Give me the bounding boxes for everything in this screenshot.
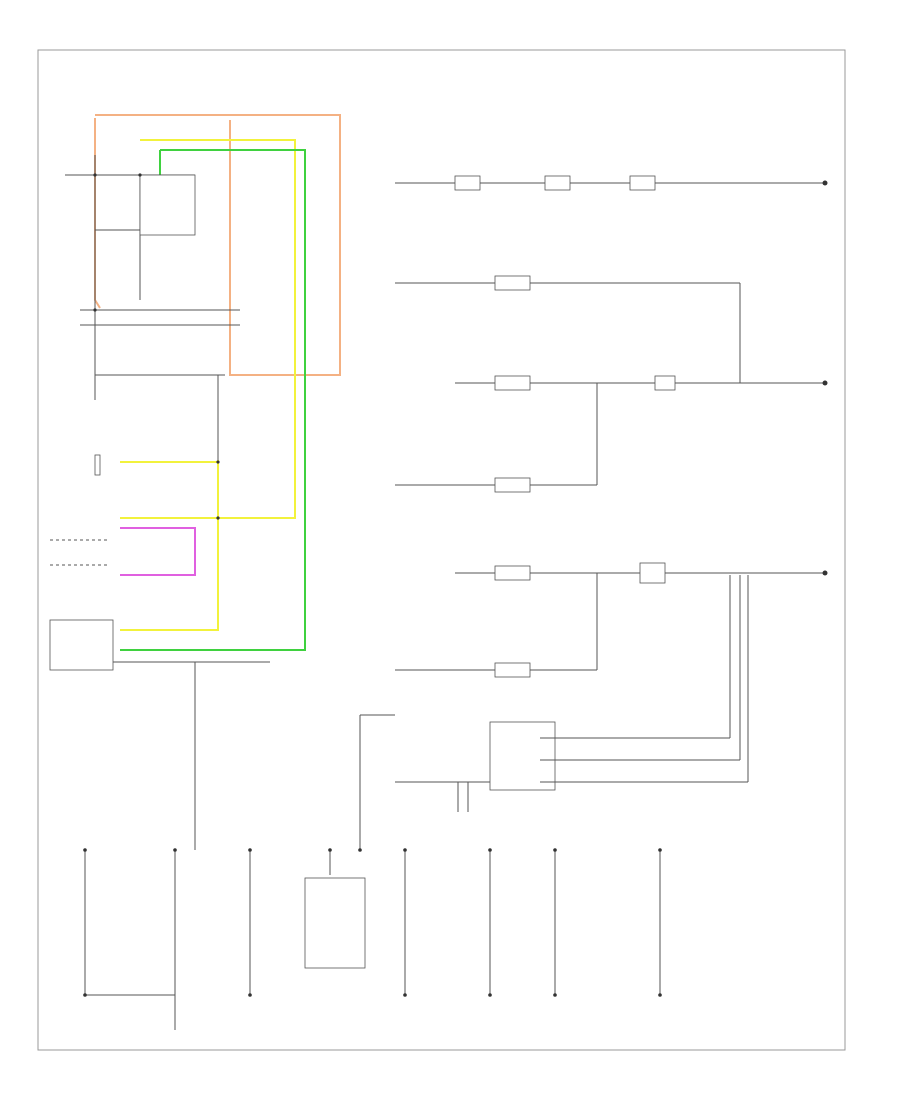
wires-upper-left — [65, 155, 240, 400]
bottom-sensors — [83, 662, 662, 1030]
yellow-wire-main — [120, 139, 296, 519]
cluster-box — [489, 721, 556, 791]
orange-wire — [94, 118, 101, 309]
orange-wire-top — [95, 114, 341, 376]
yellow-wire-low — [120, 460, 219, 631]
right-circuits — [359, 175, 828, 850]
control-module-box — [49, 619, 114, 671]
diagram-frame — [37, 49, 846, 1051]
wires-middle-left — [49, 374, 270, 671]
green-wire — [120, 149, 306, 651]
magenta-wire — [120, 527, 196, 576]
